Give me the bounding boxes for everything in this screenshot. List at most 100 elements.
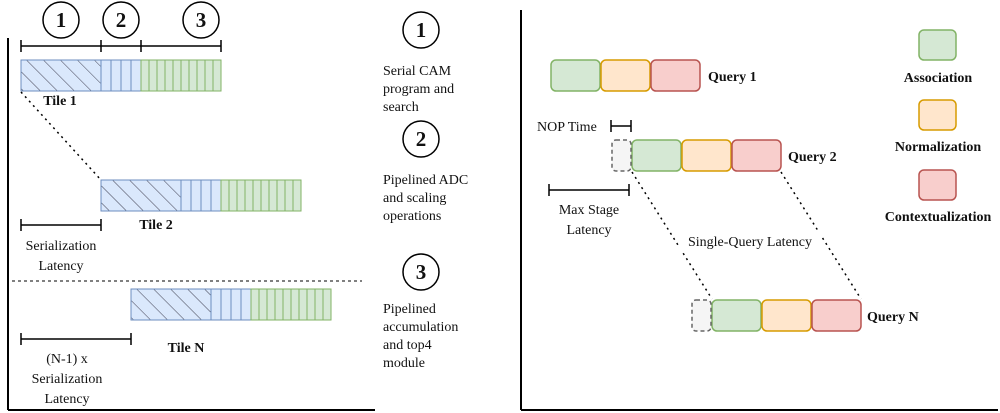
accum-cell bbox=[322, 288, 332, 321]
legend-step-2-text-2: and scaling bbox=[383, 191, 446, 206]
legend-step-2-text-1: Pipelined ADC bbox=[383, 173, 468, 188]
legend-step-3-text-2: accumulation bbox=[383, 320, 458, 335]
stage-block-association bbox=[550, 59, 601, 92]
adc-cell bbox=[210, 288, 222, 321]
accum-cell bbox=[314, 288, 324, 321]
accum-cell bbox=[276, 179, 286, 212]
stage-block-contextualization bbox=[650, 59, 701, 92]
query-2-stages bbox=[631, 139, 782, 172]
legend-step-1-text-3: search bbox=[383, 100, 419, 115]
tile-shift-connector bbox=[20, 91, 102, 181]
svg-text:3: 3 bbox=[416, 260, 427, 284]
single-query-latency-label: Single-Query Latency bbox=[688, 235, 812, 250]
adc-cell bbox=[110, 59, 122, 92]
right-panel: Query 1 Query 2 Query N NOP Time Max Sta… bbox=[520, 10, 998, 411]
accum-cell bbox=[260, 179, 270, 212]
svg-text:2: 2 bbox=[416, 127, 427, 151]
tile-2-label: Tile 2 bbox=[139, 218, 173, 233]
svg-text:1: 1 bbox=[56, 8, 67, 32]
adc-cell bbox=[230, 288, 242, 321]
adc-cell bbox=[100, 59, 112, 92]
legend-step-3-text-1: Pipelined bbox=[383, 302, 436, 317]
legend-swatch-association bbox=[918, 29, 957, 61]
serialization-latency-line2: Latency bbox=[38, 259, 83, 274]
stage-block-contextualization bbox=[811, 299, 862, 332]
accum-cell bbox=[274, 288, 284, 321]
query-n-label: Query N bbox=[867, 310, 919, 325]
query-n-nop-slot bbox=[691, 299, 712, 332]
adc-cell bbox=[200, 179, 212, 212]
stage-block-normalization bbox=[600, 59, 651, 92]
svg-text:1: 1 bbox=[416, 18, 427, 42]
accum-cell bbox=[220, 179, 230, 212]
accum-cell bbox=[196, 59, 206, 92]
stage-block-normalization bbox=[681, 139, 732, 172]
accum-cell bbox=[266, 288, 276, 321]
tile-n-bar bbox=[130, 288, 332, 321]
stage-block-association bbox=[711, 299, 762, 332]
legend-association-label: Association bbox=[904, 71, 973, 86]
stage-block-contextualization bbox=[731, 139, 782, 172]
max-stage-bracket bbox=[548, 184, 630, 196]
accum-cell bbox=[180, 59, 190, 92]
legend-step-3-text-3: and top4 bbox=[383, 338, 432, 353]
accum-cell bbox=[228, 179, 238, 212]
query-2-label: Query 2 bbox=[788, 150, 837, 165]
legend-contextualization-label: Contextualization bbox=[885, 210, 992, 225]
legend-step-1-text-1: Serial CAM bbox=[383, 64, 452, 79]
accum-cell bbox=[164, 59, 174, 92]
legend-step-3-text-4: module bbox=[383, 356, 425, 371]
accum-cell bbox=[292, 179, 302, 212]
step-marker-3: 3 bbox=[182, 1, 220, 39]
left-panel: 1 2 3 Tile 1 Tile 2 Tile N bbox=[7, 1, 375, 411]
stage-block-normalization bbox=[761, 299, 812, 332]
accum-cell bbox=[290, 288, 300, 321]
tile-1-bar bbox=[20, 59, 222, 92]
serialization-latency-bracket bbox=[20, 219, 102, 231]
legend-step-2-marker: 2 bbox=[402, 120, 440, 158]
query-n-stages bbox=[711, 299, 862, 332]
accum-cell bbox=[156, 59, 166, 92]
accum-cell bbox=[306, 288, 316, 321]
step-marker-1: 1 bbox=[42, 1, 80, 39]
nop-time-bracket bbox=[610, 120, 632, 132]
accum-cell bbox=[236, 179, 246, 212]
step-marker-2: 2 bbox=[102, 1, 140, 39]
hatched-cam-segment bbox=[100, 179, 182, 212]
accum-cell bbox=[188, 59, 198, 92]
legend-step-1-text-2: program and bbox=[383, 82, 454, 97]
latency-label-bg bbox=[679, 231, 821, 251]
serialization-latency-line1: Serialization bbox=[26, 239, 97, 254]
n-serialization-line3: Latency bbox=[44, 392, 89, 407]
tile-1-label: Tile 1 bbox=[43, 94, 77, 109]
accum-cell bbox=[204, 59, 214, 92]
adc-cell bbox=[120, 59, 132, 92]
adc-cell bbox=[130, 59, 142, 92]
max-stage-line2: Latency bbox=[566, 223, 611, 238]
accum-cell bbox=[148, 59, 158, 92]
adc-cell bbox=[190, 179, 202, 212]
accum-cell bbox=[284, 179, 294, 212]
accum-cell bbox=[172, 59, 182, 92]
legend-step-1-marker: 1 bbox=[402, 11, 440, 49]
query-1-stages bbox=[550, 59, 701, 92]
accum-cell bbox=[268, 179, 278, 212]
tile-n-label: Tile N bbox=[168, 341, 205, 356]
accum-cell bbox=[252, 179, 262, 212]
step-span-bracket bbox=[20, 40, 222, 52]
query-1-label: Query 1 bbox=[708, 70, 757, 85]
accum-cell bbox=[212, 59, 222, 92]
accum-cell bbox=[250, 288, 260, 321]
latency-connector-right bbox=[780, 171, 862, 300]
legend-swatch-normalization bbox=[918, 99, 957, 131]
accum-cell bbox=[298, 288, 308, 321]
n-serialization-bracket bbox=[20, 333, 132, 345]
n-serialization-line1: (N-1) x bbox=[46, 352, 88, 367]
accum-cell bbox=[258, 288, 268, 321]
legend-swatch-contextualization bbox=[918, 169, 957, 201]
hatched-cam-segment bbox=[20, 59, 102, 92]
stage-block-association bbox=[631, 139, 682, 172]
nop-time-label: NOP Time bbox=[537, 120, 597, 135]
legend-normalization-label: Normalization bbox=[895, 140, 982, 155]
